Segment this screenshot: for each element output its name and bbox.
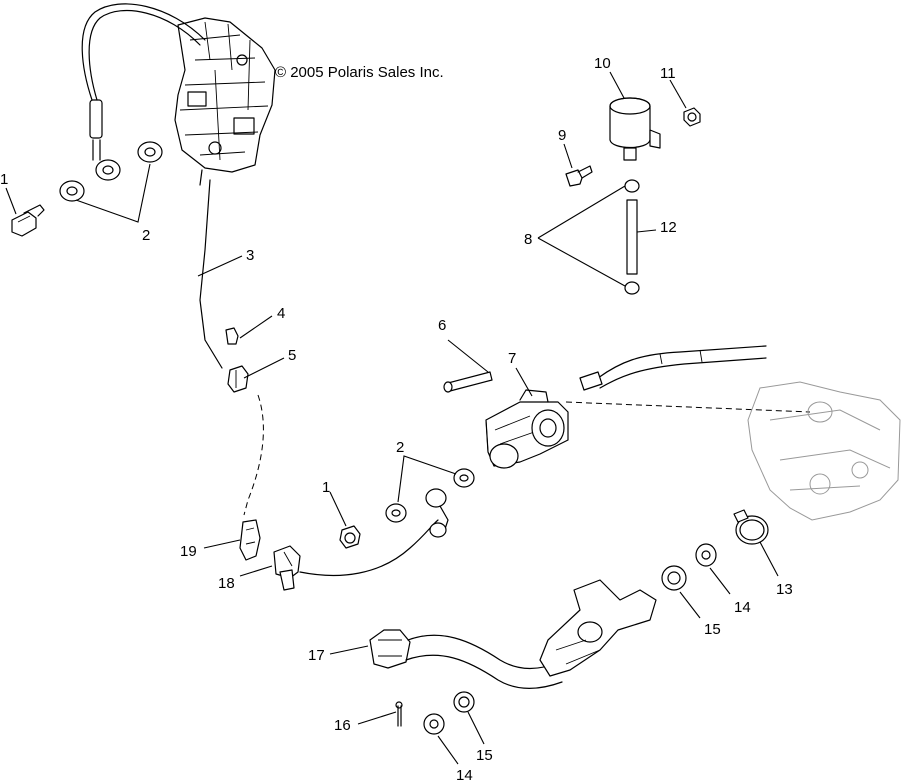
line-clip-4: [225, 327, 239, 345]
screw-9: [565, 165, 593, 187]
reservoir-hose: [579, 345, 767, 391]
callout-10: 10: [594, 55, 611, 72]
brake-pedal-17: [369, 579, 657, 690]
callout-9: 9: [558, 127, 566, 144]
callout-2-lower: 2: [396, 439, 404, 456]
callout-17: 17: [308, 647, 325, 664]
washer-14-right: [695, 543, 717, 567]
cotter-pin-16: [395, 701, 403, 727]
bushing-15-right: [661, 565, 687, 591]
callout-5: 5: [288, 347, 296, 364]
upper-brake-hose: [81, 3, 206, 181]
crush-washers-lower: [385, 468, 475, 523]
frame-bracket-ghost: [747, 381, 901, 521]
bushing-15-bottom: [453, 691, 475, 713]
callout-14-bottom: 14: [456, 767, 473, 784]
callout-12: 12: [660, 219, 677, 236]
callout-15-right: 15: [704, 621, 721, 638]
callout-16: 16: [334, 717, 351, 734]
fluid-reservoir-10: [609, 97, 661, 161]
brake-line-lower: [243, 394, 264, 516]
switch-wire: [299, 519, 439, 577]
line-clip-19: [239, 519, 261, 561]
nut-11: [683, 107, 701, 127]
callout-15-bottom: 15: [476, 747, 493, 764]
banjo-bolt-top: [11, 204, 45, 237]
master-cylinder-assembly: [174, 17, 276, 369]
vent-hose-12: [626, 199, 638, 275]
pin-6: [443, 371, 493, 393]
banjo-bolt-lower: [339, 525, 361, 549]
callout-1-top: 1: [0, 171, 8, 188]
callout-4: 4: [277, 305, 285, 322]
centerline-7: [565, 401, 811, 413]
hose-clamps-8: [624, 179, 640, 295]
callout-8: 8: [524, 231, 532, 248]
brake-switch-18: [273, 545, 301, 591]
callout-14-right: 14: [734, 599, 751, 616]
callout-6: 6: [438, 317, 446, 334]
washer-14-bottom: [423, 713, 445, 735]
hose-clamp-13: [733, 509, 769, 545]
crush-washers-top: [59, 141, 163, 202]
callout-1-lower: 1: [322, 479, 330, 496]
copyright-text: © 2005 Polaris Sales Inc.: [275, 64, 444, 81]
rear-master-cylinder-7: [485, 389, 569, 469]
callout-11: 11: [660, 65, 676, 82]
callout-2-top: 2: [142, 227, 150, 244]
line-clip-5: [227, 365, 249, 393]
callout-13: 13: [776, 581, 793, 598]
leader-lines: [5, 71, 779, 765]
callout-18: 18: [218, 575, 235, 592]
callout-3: 3: [246, 247, 254, 264]
banjo-fitting-lower: [425, 488, 449, 538]
callout-7: 7: [508, 350, 516, 367]
callout-19: 19: [180, 543, 197, 560]
